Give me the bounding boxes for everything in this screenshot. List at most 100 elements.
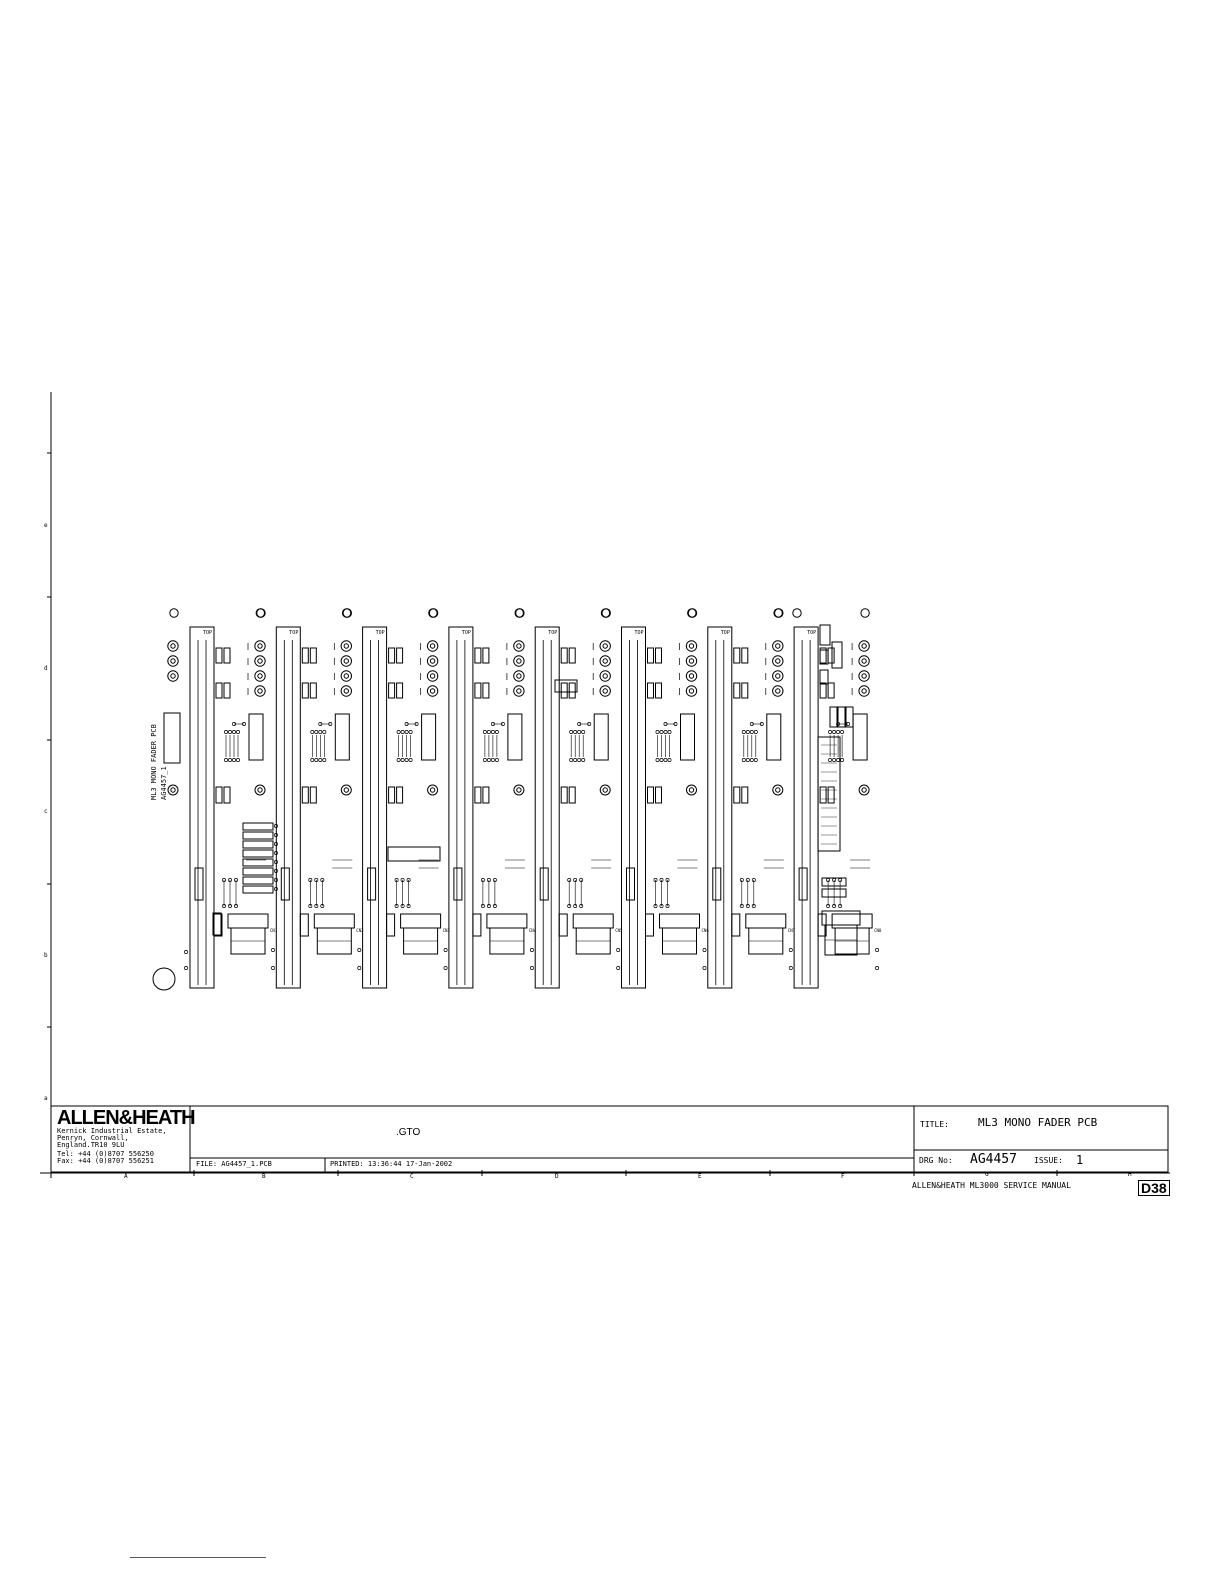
- pad: [751, 878, 756, 882]
- resistor: [474, 786, 482, 804]
- pad: [492, 878, 497, 882]
- pad: [480, 904, 485, 908]
- pad: [702, 948, 707, 952]
- fader-strip: [793, 626, 819, 989]
- resistor-array: [242, 885, 274, 894]
- pad: [751, 904, 756, 908]
- ic-package: [507, 713, 523, 761]
- resistor: [819, 669, 829, 685]
- grid-column-label: H: [1128, 1171, 1132, 1178]
- address-line-2: Penryn, Cornwall,: [57, 1134, 129, 1142]
- pad: [314, 878, 319, 882]
- resistor: [819, 649, 829, 665]
- pad: [318, 730, 323, 734]
- resistor-array: [242, 822, 274, 831]
- resistor: [301, 647, 309, 664]
- pad: [655, 730, 660, 734]
- led: [513, 655, 525, 667]
- led-inner: [688, 787, 695, 793]
- resistor: [301, 786, 309, 804]
- pad: [228, 904, 232, 908]
- regulator-tab: [819, 624, 831, 646]
- led: [685, 670, 698, 682]
- resistor: [215, 682, 223, 699]
- title-block-border: [50, 1105, 1169, 1173]
- connector-body: [745, 913, 787, 929]
- led: [599, 784, 611, 796]
- page-number: D38: [1138, 1180, 1170, 1196]
- transistor: [829, 706, 838, 728]
- pad: [486, 904, 491, 908]
- resistor: [474, 682, 482, 699]
- resistor: [396, 647, 404, 664]
- led: [167, 655, 179, 667]
- grid-column-label: E: [698, 1173, 702, 1180]
- led-inner: [343, 658, 349, 664]
- pad: [482, 758, 487, 762]
- pad: [745, 878, 750, 882]
- resistor: [647, 647, 654, 664]
- resistor: [388, 786, 396, 804]
- pad: [224, 730, 228, 734]
- resistor: [223, 682, 231, 699]
- resistor-array: [242, 831, 274, 840]
- led-inner: [861, 673, 867, 679]
- ic-package: [593, 713, 609, 761]
- pad: [836, 758, 841, 762]
- pad: [234, 878, 238, 882]
- pad: [838, 904, 843, 908]
- pad: [400, 904, 405, 908]
- address-line-3: England.TR10 9LU: [57, 1141, 125, 1149]
- pad: [480, 878, 485, 882]
- pad: [274, 851, 278, 855]
- capacitor: [472, 913, 482, 937]
- resistor: [474, 647, 482, 664]
- pad: [232, 730, 236, 734]
- resistor: [388, 682, 396, 699]
- pad: [569, 730, 574, 734]
- resistor: [482, 786, 490, 804]
- pad: [274, 887, 278, 891]
- fader-strip: [275, 626, 301, 989]
- channel-strip: TOP CN7: [687, 608, 796, 989]
- pad: [659, 878, 664, 882]
- led-inner: [170, 673, 176, 679]
- pad: [659, 758, 664, 762]
- pad: [529, 966, 534, 970]
- led: [685, 685, 698, 697]
- connector-body: [821, 910, 861, 926]
- test-point: [152, 967, 176, 991]
- fader-knob: [194, 867, 204, 901]
- resistor: [560, 647, 568, 664]
- strip-top-label: TOP: [721, 630, 730, 636]
- pad: [569, 758, 574, 762]
- fader-strip: [448, 626, 474, 989]
- connector-label: CN7: [788, 928, 796, 933]
- strip-top-label: TOP: [548, 630, 557, 636]
- drawing-number-label: DRG No:: [919, 1156, 953, 1165]
- pad: [228, 878, 232, 882]
- pad: [274, 869, 278, 873]
- resistor-array: [242, 849, 274, 858]
- led: [426, 685, 439, 697]
- resistor-array: [242, 867, 274, 876]
- led: [167, 640, 179, 652]
- pad: [408, 758, 413, 762]
- led-inner: [602, 787, 608, 793]
- pad: [308, 878, 313, 882]
- resistor: [741, 647, 749, 664]
- connector-label: CN8: [874, 928, 882, 933]
- pad: [310, 758, 315, 762]
- fader-knob: [280, 867, 290, 901]
- pad: [573, 878, 578, 882]
- resistor: [396, 682, 404, 699]
- resistor: [223, 786, 231, 804]
- pad: [400, 878, 405, 882]
- led-inner: [516, 673, 522, 679]
- led: [772, 670, 784, 682]
- led-inner: [516, 643, 522, 649]
- resistor: [388, 647, 396, 664]
- pad: [400, 758, 405, 762]
- strip-top-label: TOP: [376, 630, 385, 636]
- grid-row-label: d: [44, 665, 48, 672]
